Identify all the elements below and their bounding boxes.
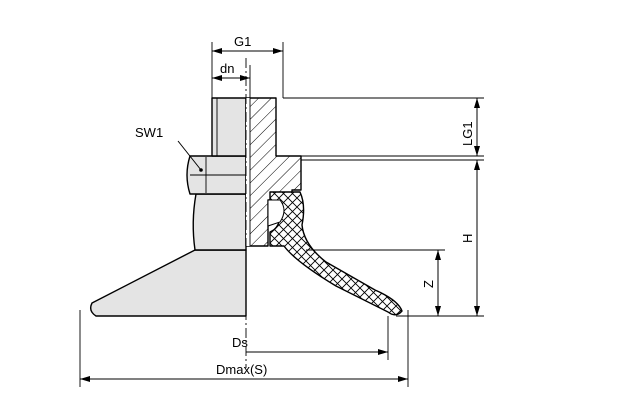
rubber-cup-section (269, 191, 403, 316)
label-g1: G1 (234, 34, 251, 49)
cup-lip-left (89, 249, 247, 317)
cup-neck-left (192, 193, 247, 251)
thread-stem-left (211, 97, 247, 157)
label-lg1: LG1 (460, 121, 475, 146)
fitting-section (245, 97, 302, 247)
label-z: Z (421, 280, 436, 288)
label-dmax: Dmax(S) (216, 362, 267, 377)
label-ds: Ds (232, 335, 248, 350)
label-dn: dn (220, 61, 234, 76)
label-sw1: SW1 (135, 125, 163, 140)
label-h: H (460, 234, 475, 243)
